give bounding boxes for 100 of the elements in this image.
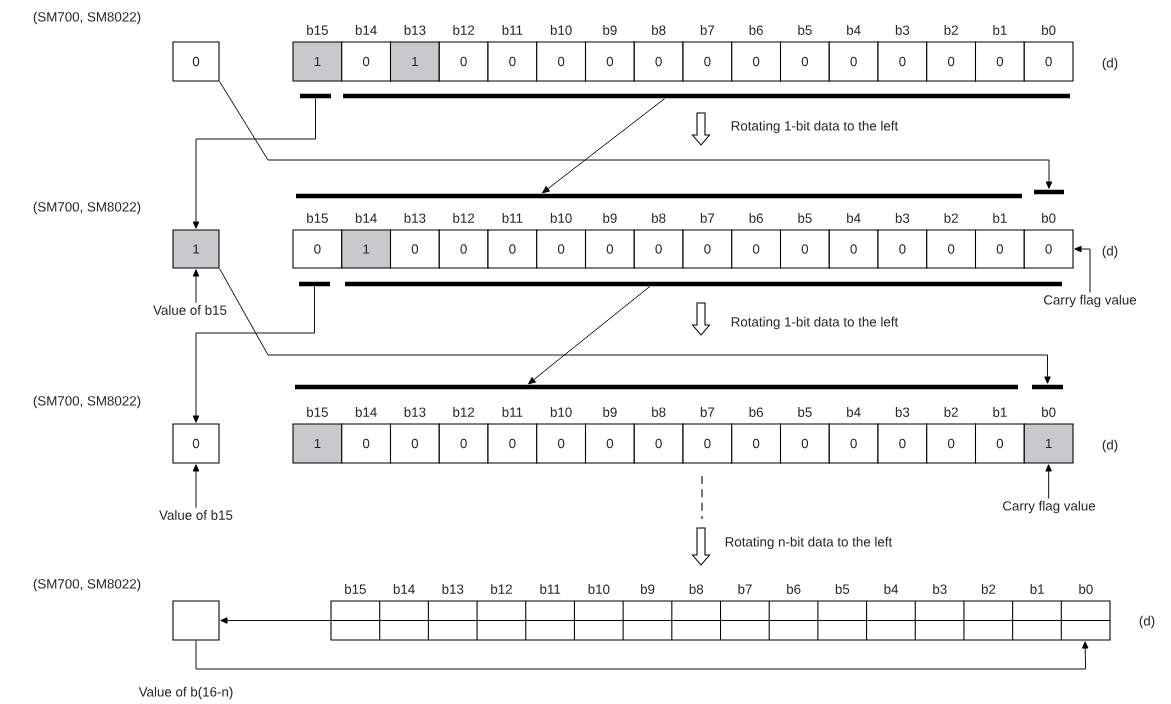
bit-label: b14 [355, 25, 377, 35]
bit-label: b3 [895, 213, 910, 223]
bit-label: b8 [652, 25, 666, 35]
carry-flag-box [172, 600, 220, 641]
bit-cell: 0 [536, 423, 587, 464]
bit-cell: 0 [877, 41, 928, 82]
bit-label: b13 [404, 25, 426, 35]
bit-cell: 0 [974, 41, 1025, 82]
bit-cell: 0 [536, 41, 587, 82]
bit-label: b9 [603, 213, 617, 223]
bit-label: b11 [502, 213, 523, 223]
bit-cell: 0 [536, 229, 587, 269]
bit-label: b1 [993, 25, 1007, 35]
arrow [192, 98, 316, 229]
bit-cell: 0 [438, 423, 489, 464]
bit-label: b4 [847, 407, 861, 417]
arrow [1074, 245, 1091, 293]
bit-cell: 0 [828, 423, 879, 464]
bit-cell: 0 [438, 229, 489, 269]
callout-label: Value of b(16-n) [138, 686, 233, 700]
device-label: (SM700, SM8022) [33, 578, 141, 592]
bit-label: b1 [993, 407, 1007, 417]
callout-label: Value of b15 [153, 305, 227, 315]
bit-cell: 0 [487, 229, 538, 269]
bit-cell: 0 [877, 423, 928, 464]
carry-flag-box: 0 [172, 423, 220, 464]
bit-cell: 0 [926, 41, 977, 82]
bit-cell: 0 [438, 41, 489, 82]
bit-cell: 0 [584, 229, 635, 269]
bit-cell: 0 [682, 423, 733, 464]
bit-label: b15 [307, 407, 328, 417]
bit-label: b3 [895, 25, 910, 35]
bit-cell: 0 [926, 229, 977, 269]
bit-label: b15 [307, 25, 328, 35]
bit-cell: 0 [682, 229, 733, 269]
bit-cell: 0 [731, 229, 782, 269]
carry-flag-box: 0 [172, 41, 220, 82]
bit-label: b5 [798, 25, 812, 35]
register-grid [330, 600, 1111, 641]
device-label: (SM700, SM8022) [33, 395, 141, 409]
bit-cell: 0 [584, 41, 635, 82]
arrow [192, 464, 200, 509]
bit-label: b2 [944, 25, 958, 35]
bit-label: b3 [895, 407, 910, 417]
bit-cell: 0 [1023, 229, 1074, 269]
bit-label: b7 [700, 25, 715, 35]
bit-label: b5 [798, 407, 812, 417]
step-label: Rotating 1-bit data to the left [731, 316, 899, 330]
bit-label: b13 [404, 407, 426, 417]
bit-cell: 0 [731, 41, 782, 82]
bit-cell: 0 [779, 41, 830, 82]
callout-label: Carry flag value [1044, 294, 1137, 308]
bit-cell: 0 [633, 423, 684, 464]
operand-label: (d) [1102, 439, 1118, 453]
arrow [195, 640, 1089, 670]
bit-cell: 0 [926, 423, 977, 464]
step-label: Rotating 1-bit data to the left [731, 120, 899, 134]
bit-cell: 1 [341, 229, 392, 269]
bit-cell: 0 [341, 41, 392, 82]
arrow [219, 268, 1051, 384]
bit-cell: 0 [1023, 41, 1074, 82]
bit-label: b12 [453, 213, 475, 223]
callout-label: Value of b15 [159, 510, 233, 520]
bit-label: b8 [652, 407, 666, 417]
bit-cell: 0 [779, 423, 830, 464]
bit-range-bar [345, 281, 1062, 287]
arrow [220, 617, 331, 624]
bit-label: b10 [550, 407, 572, 417]
bit-cell: 0 [974, 229, 1025, 269]
bit-cell: 0 [292, 229, 343, 269]
bit-cell: 0 [633, 41, 684, 82]
bit-cell: 0 [877, 229, 928, 269]
callout-label: Carry flag value [1003, 500, 1096, 514]
bit-cell: 0 [487, 423, 538, 464]
bit-cell: 1 [389, 41, 440, 82]
bit-label: b11 [502, 25, 523, 35]
bit-range-bar [300, 93, 331, 99]
operand-label: (d) [1102, 245, 1118, 259]
bit-label: b2 [944, 407, 958, 417]
bit-cell: 0 [828, 229, 879, 269]
bit-label: b10 [550, 213, 572, 223]
bit-cell: 0 [779, 229, 830, 269]
bit-cell: 0 [828, 41, 879, 82]
bit-label: b12 [453, 407, 475, 417]
bit-label: b6 [749, 213, 763, 223]
bit-label: b13 [404, 213, 426, 223]
step-label: Rotating n-bit data to the left [725, 536, 893, 550]
arrow [528, 286, 651, 385]
bit-label: b14 [355, 213, 377, 223]
bit-label: b6 [749, 407, 763, 417]
arrow [1045, 464, 1052, 499]
bit-cell: 0 [974, 423, 1025, 464]
bit-label: b1 [993, 213, 1007, 223]
bit-cell: 0 [584, 423, 635, 464]
arrow [192, 286, 315, 423]
bit-cell: 1 [292, 41, 343, 82]
bit-label: b4 [847, 213, 861, 223]
bit-cell: 1 [1023, 423, 1074, 464]
bit-label: b7 [700, 407, 715, 417]
bit-label: b14 [355, 407, 377, 417]
